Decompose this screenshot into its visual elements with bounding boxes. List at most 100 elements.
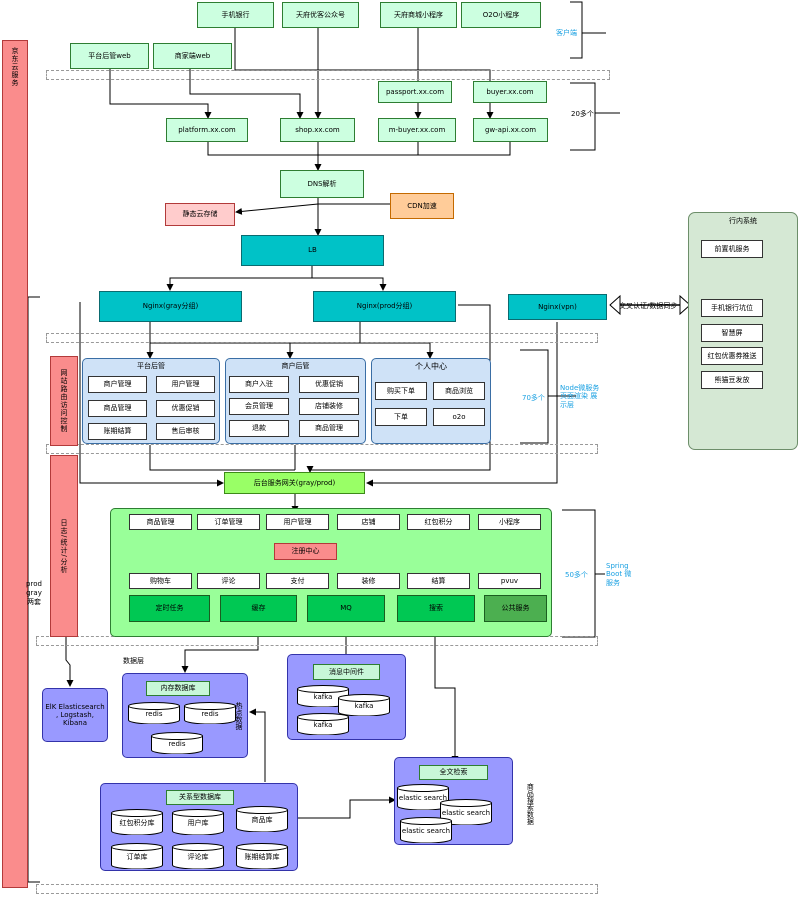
service-bottom-3: MQ — [307, 595, 385, 622]
search-title: 全文检索 — [419, 765, 488, 780]
service-bottom-5: 公共服务 — [484, 595, 547, 622]
domain-passport: passport.xx.com — [378, 81, 452, 103]
db-cylinder: 评论库 — [172, 843, 224, 869]
db-cylinder-shape — [172, 809, 224, 835]
es-cylinder: elastic search — [397, 784, 449, 810]
node-platform-item-5: 账期结算 — [88, 423, 147, 440]
node-personal-item-4: o2o — [433, 408, 485, 426]
node-personal-item-2: 商品浏览 — [433, 382, 485, 400]
redis-cylinder: redis — [128, 702, 180, 724]
node-platform-item-4: 优惠促销 — [156, 400, 215, 417]
es-cylinder-label: elastic search — [398, 794, 448, 803]
service-top-5: 红包积分 — [407, 514, 470, 530]
client-bank: 手机银行 — [197, 2, 274, 28]
nginx-vpn-box: Nginx(vpn) — [508, 294, 607, 320]
node-merchant-item-6: 商品管理 — [299, 420, 359, 437]
db-cylinder-shape — [236, 806, 288, 832]
route-control-label: 网站路由访问控制 — [60, 369, 69, 433]
db-cylinder-label: 商品库 — [251, 816, 273, 825]
node-platform-item-2: 用户管理 — [156, 376, 215, 393]
node-count: 70多个 — [522, 394, 545, 402]
bank-item-3: 智慧屏 — [701, 324, 763, 342]
service-mid-6: pvuv — [478, 573, 541, 589]
log-analysis-box: 日志/统计/分析 — [50, 455, 78, 637]
node-personal-title: 个人中心 — [415, 362, 447, 371]
hot-data-label: 热点数据 — [235, 702, 243, 730]
search-note: 商品搜索数据 — [526, 783, 535, 825]
client-mall-mp: 天府商城小程序 — [380, 2, 457, 28]
data-layer-label: 数据层 — [123, 657, 144, 665]
kafka-cylinder-shape — [338, 694, 390, 716]
domain-buyer: buyer.xx.com — [473, 81, 547, 103]
log-analysis-label: 日志/统计/分析 — [60, 518, 69, 574]
node-merchant-item-2: 优惠促销 — [299, 376, 359, 393]
kafka-cylinder-label: kafka — [313, 693, 333, 702]
separator-bottom — [36, 884, 598, 894]
node-personal-item-1: 购买下单 — [375, 382, 427, 400]
node-platform-item-1: 商户管理 — [88, 376, 147, 393]
bank-item-5: 熊猫豆发放 — [701, 371, 763, 389]
db-cylinder-shape — [111, 809, 163, 835]
redis-cylinder-shape — [184, 702, 236, 724]
es-cylinder: elastic search — [400, 817, 452, 843]
service-mid-1: 购物车 — [129, 573, 192, 589]
client-label: 客户端 — [556, 29, 577, 37]
redis-cylinder-shape — [128, 702, 180, 724]
node-personal-panel: 个人中心 — [371, 358, 491, 444]
cdn-box: CDN加速 — [390, 193, 454, 219]
redis-cylinder: redis — [184, 702, 236, 724]
env-label: prod gray 两套 — [26, 580, 42, 607]
node-merchant-item-1: 商户入驻 — [229, 376, 289, 393]
db-cylinder-shape — [236, 843, 288, 869]
route-control-box: 网站路由访问控制 — [50, 356, 78, 446]
es-cylinder-shape — [440, 799, 492, 825]
db-cylinder-shape — [111, 843, 163, 869]
domain-platform: platform.xx.com — [166, 118, 248, 142]
node-platform-title: 平台后管 — [137, 362, 165, 370]
client-wechat: 天府优客公众号 — [282, 2, 359, 28]
jd-cloud-bar: 京东云服务 — [2, 40, 28, 888]
es-cylinder-shape — [397, 784, 449, 810]
kafka-cylinder-label: kafka — [354, 702, 374, 711]
es-cylinder: elastic search — [440, 799, 492, 825]
client-merchant-web: 商家端web — [153, 43, 232, 69]
es-cylinder-label: elastic search — [401, 827, 451, 836]
node-merchant-title: 商户后管 — [281, 362, 310, 370]
service-top-3: 用户管理 — [266, 514, 329, 530]
db-cylinder: 订单库 — [111, 843, 163, 869]
domain-gwapi: gw-api.xx.com — [473, 118, 548, 142]
db-cylinder-label: 账期结算库 — [244, 853, 280, 862]
db-cylinder-shape — [172, 843, 224, 869]
nginx-gray-box: Nginx(gray分组) — [99, 291, 242, 322]
node-personal-item-3: 下单 — [375, 408, 427, 426]
redis-cylinder: redis — [151, 732, 203, 754]
static-storage-box: 静态云存储 — [165, 203, 235, 226]
domain-mbuyer: m-buyer.xx.com — [378, 118, 456, 142]
db-cylinder: 商品库 — [236, 806, 288, 832]
nginx-prod-box: Nginx(prod分组) — [313, 291, 456, 322]
db-cylinder-label: 红包积分库 — [119, 819, 155, 828]
es-cylinder-shape — [400, 817, 452, 843]
node-platform-item-3: 商品管理 — [88, 400, 147, 417]
bank-item-2: 手机银行坑位 — [701, 299, 763, 317]
kafka-cylinder-shape — [297, 713, 349, 735]
node-desc: Node微服务 页面渲染 展示层 — [560, 384, 600, 409]
exchange-label: 交叉认证/数据同步 — [619, 302, 678, 310]
elk-box: ElK Elasticsearch , Logstash, Kibana — [42, 688, 108, 742]
service-top-1: 商品管理 — [129, 514, 192, 530]
memory-db-title: 内存数据库 — [146, 681, 210, 696]
db-cylinder-label: 评论库 — [187, 853, 209, 862]
db-cylinder: 用户库 — [172, 809, 224, 835]
service-bottom-4: 搜索 — [397, 595, 475, 622]
bank-system-title: 行内系统 — [729, 217, 757, 225]
domain-shop: shop.xx.com — [280, 118, 355, 142]
es-cylinder-label: elastic search — [441, 809, 491, 818]
service-mid-5: 结算 — [407, 573, 470, 589]
node-merchant-item-3: 会员管理 — [229, 398, 289, 415]
separator-client — [46, 70, 610, 80]
service-top-6: 小程序 — [478, 514, 541, 530]
service-top-4: 店铺 — [337, 514, 400, 530]
redis-cylinder-label: redis — [145, 710, 163, 719]
kafka-cylinder: kafka — [338, 694, 390, 716]
